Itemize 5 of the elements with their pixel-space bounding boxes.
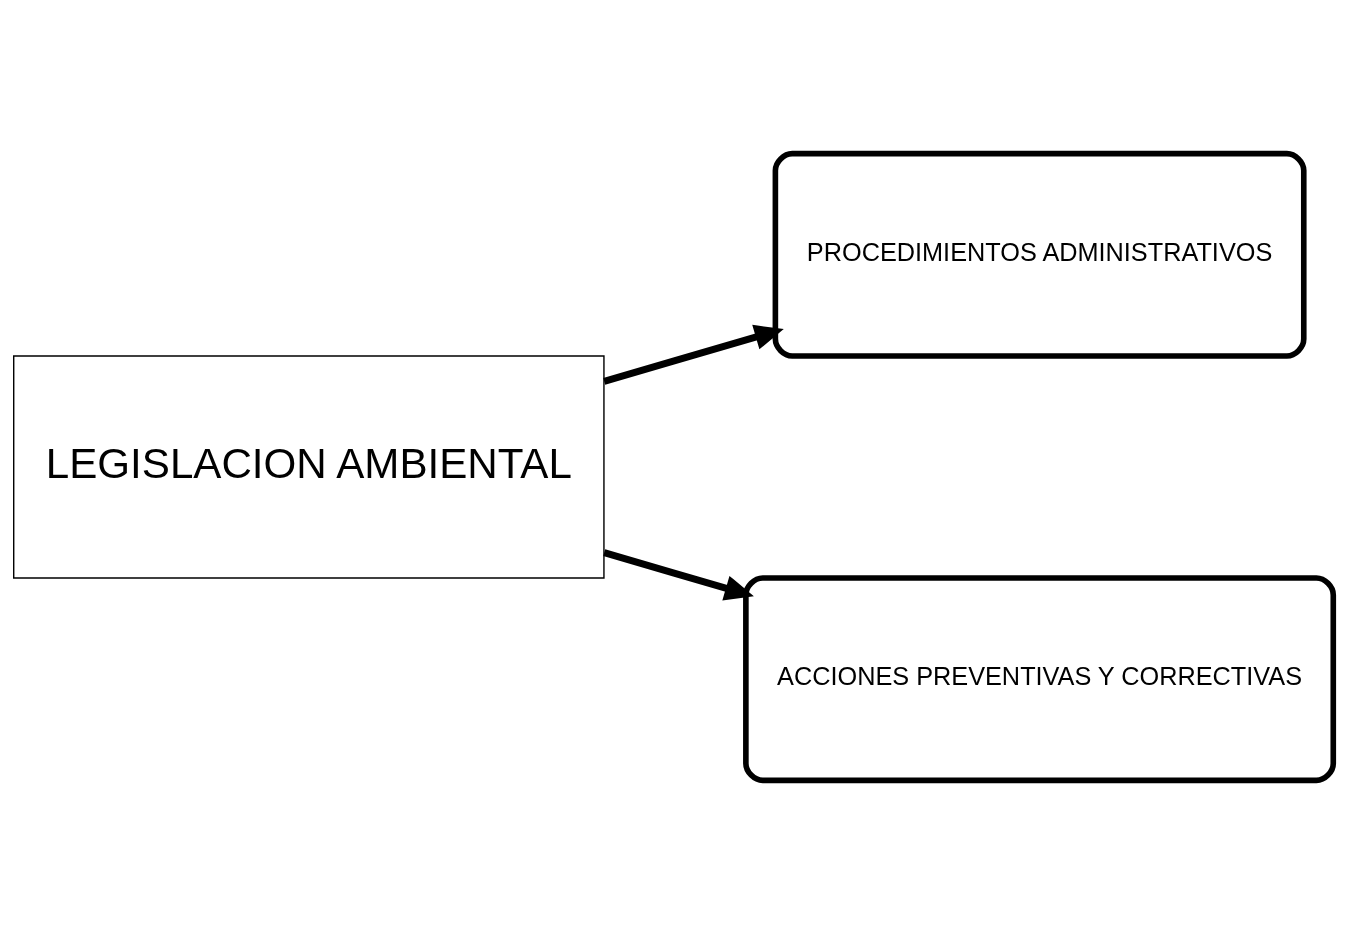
node-box: LEGISLACION AMBIENTAL bbox=[13, 354, 605, 579]
arrow bbox=[603, 548, 754, 600]
node-box: PROCEDIMIENTOS ADMINISTRATIVOS bbox=[772, 150, 1307, 359]
node-box: ACCIONES PREVENTIVAS Y CORRECTIVAS bbox=[743, 574, 1337, 783]
arrow bbox=[603, 324, 784, 385]
